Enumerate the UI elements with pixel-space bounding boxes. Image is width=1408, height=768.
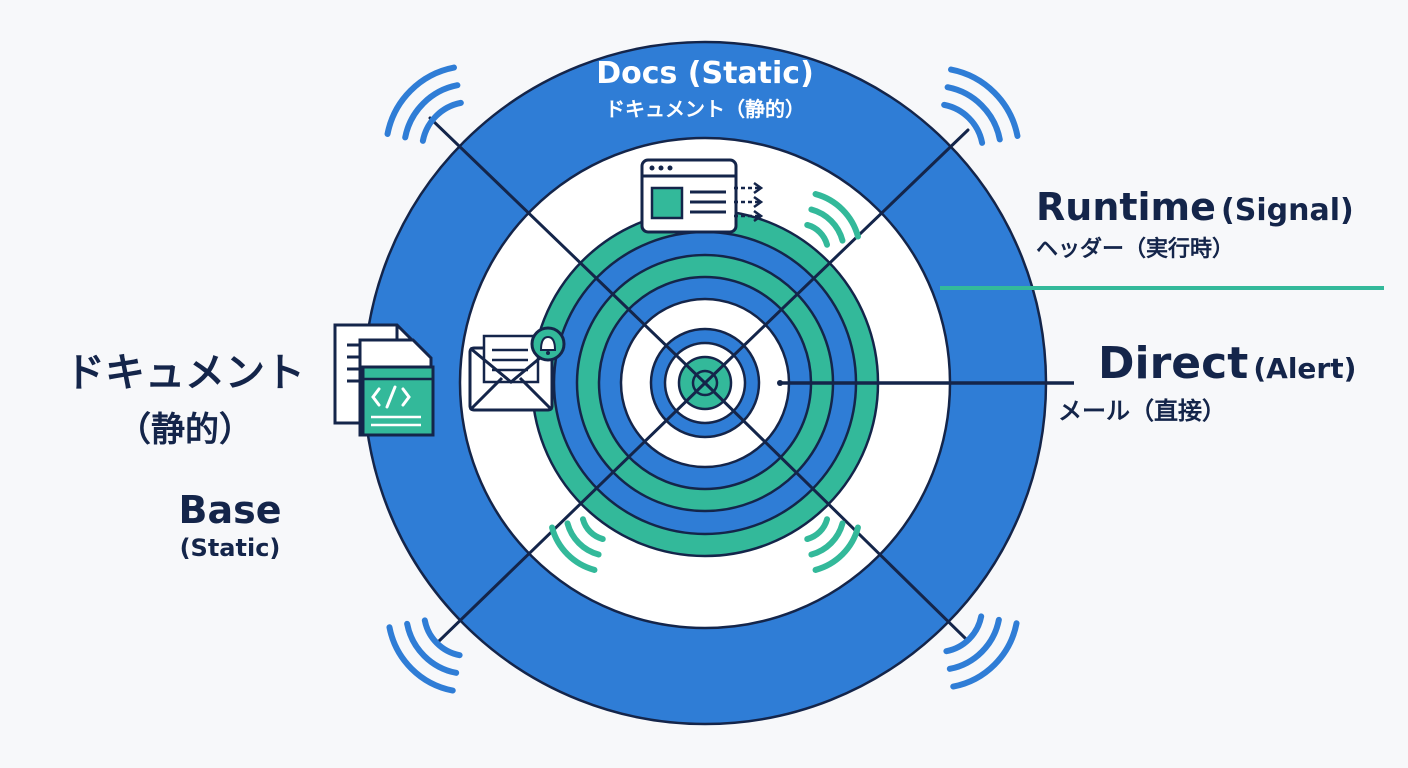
signal-arcs-top-right-arc-0 <box>941 101 986 146</box>
runtime-label-paren: (Signal) <box>1221 193 1354 228</box>
signal-arcs-inner-ne-arc-0 <box>804 221 831 248</box>
signal-arcs-inner-sw-arc-0 <box>579 516 606 543</box>
signal-arcs-bottom-right <box>943 613 1020 690</box>
signal-arcs-bottom-left-arc-2 <box>386 624 456 694</box>
browser-dot-2 <box>667 165 673 171</box>
direct-label: Direct (Alert) メール（直接） <box>1058 338 1356 426</box>
runtime-label-jp: ヘッダー（実行時） <box>1036 237 1235 262</box>
browser-arrow-head-1 <box>753 195 764 209</box>
runtime-label: Runtime (Signal) ヘッダー（実行時） <box>1036 185 1354 263</box>
left-docs-label-line2: （静的） <box>117 410 253 450</box>
spoke-sw <box>436 381 707 644</box>
signal-arcs-inner-se <box>804 516 861 573</box>
docs-label-jp: ドキュメント（静的） <box>605 97 805 121</box>
signal-arcs-top-left <box>384 64 464 144</box>
signal-arcs-bottom-right-arc-0 <box>943 613 985 655</box>
envelope-flap <box>468 346 554 412</box>
signal-arcs-bottom-left-arc-0 <box>421 617 463 659</box>
signal-arcs-inner-sw-arc-2 <box>549 524 598 573</box>
base-label-paren: (Static) <box>179 534 281 562</box>
document-code-icon <box>333 323 435 437</box>
ring-blue-3 <box>651 329 759 437</box>
bell-clapper <box>546 351 550 355</box>
signal-arcs-top-right-arc-1 <box>944 84 1003 143</box>
bell-shape <box>539 335 557 351</box>
envelope-bell-icon <box>468 326 566 412</box>
browser-arrow-head-2 <box>753 209 764 223</box>
ring-outline-10 <box>691 369 719 397</box>
base-label: Base (Static) <box>150 488 310 562</box>
spoke-se <box>703 381 967 640</box>
signal-arcs-inner-se-arc-0 <box>804 516 831 543</box>
direct-label-paren: (Alert) <box>1253 352 1357 385</box>
spoke-nw <box>428 116 707 385</box>
signal-arcs-inner-sw-arc-1 <box>564 520 602 558</box>
left-docs-label: ドキュメント （静的） <box>40 340 330 451</box>
signal-arcs-top-left-arc-1 <box>402 82 461 141</box>
ring-outline-7 <box>649 327 761 439</box>
signal-arcs-top-right <box>941 66 1021 146</box>
direct-label-jp: メール（直接） <box>1058 397 1226 425</box>
direct-label-en: Direct <box>1098 338 1249 389</box>
direct-pointer-dot <box>777 380 783 386</box>
signal-arcs-top-right-arc-2 <box>948 66 1021 139</box>
spoke-ne <box>703 128 970 385</box>
base-label-en: Base <box>178 488 282 532</box>
left-docs-label-line1: ドキュメント <box>65 350 305 396</box>
browser-panel <box>650 186 684 220</box>
ring-outline-8 <box>663 341 747 425</box>
signal-arcs-bottom-right-arc-2 <box>950 620 1020 690</box>
bullseye-ring <box>679 357 731 409</box>
signal-arcs-inner-se-arc-1 <box>808 520 846 558</box>
runtime-label-en: Runtime <box>1036 185 1216 229</box>
signal-arcs-inner-sw <box>549 516 606 573</box>
code-brackets <box>371 385 411 409</box>
signal-arcs-bottom-left-arc-1 <box>404 620 460 676</box>
browser-window-icon <box>640 158 764 234</box>
signal-arcs-bottom-right-arc-1 <box>946 616 1002 672</box>
browser-arrow-head-0 <box>753 181 764 195</box>
signal-arcs-top-left-arc-0 <box>419 99 464 144</box>
signal-arcs-top-left-arc-2 <box>384 64 457 137</box>
signal-arcs-inner-ne-arc-2 <box>812 191 861 240</box>
signal-arcs-inner-ne <box>804 191 861 248</box>
docs-label-en: Docs (Static) <box>596 56 814 91</box>
signal-arcs-inner-ne-arc-1 <box>808 206 846 244</box>
signal-arcs-inner-se-arc-2 <box>812 524 861 573</box>
ring-outline-9 <box>677 355 733 411</box>
docs-label: Docs (Static) ドキュメント（静的） <box>560 56 850 122</box>
browser-dot-1 <box>658 165 664 171</box>
signal-arcs-bottom-left <box>386 617 463 694</box>
browser-dot-0 <box>649 165 655 171</box>
